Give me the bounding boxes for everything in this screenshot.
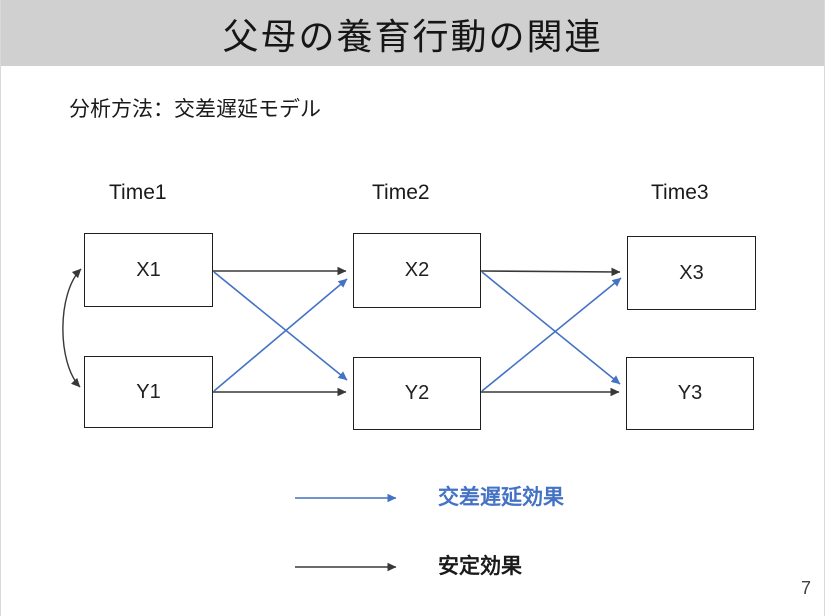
cross-lagged-arrow-x2-y3 [481,271,621,385]
legend-item-stability: 安定効果 [294,550,522,580]
box-x2: X2 [353,233,481,308]
analysis-method-label: 分析方法：交差遅延モデル [69,98,321,121]
legend-item-cross-lagged: 交差遅延効果 [294,481,564,511]
box-x1: X1 [84,233,213,307]
time1-label: Time1 [109,181,167,204]
stability-arrow-x2-x3 [480,267,621,277]
time2-label: Time2 [372,181,430,204]
title-bar: 父母の養育行動の関連 [1,0,824,66]
box-x3: X3 [627,236,756,310]
time3-label: Time3 [651,181,709,204]
legend-label-cross-lagged: 交差遅延効果 [438,486,564,509]
blue-arrow-icon [295,493,397,503]
page-title: 父母の養育行動の関連 [222,17,603,58]
box-y1: Y1 [84,356,213,428]
cross-lagged-arrow-y1-x2 [213,278,348,392]
legend-label-stability: 安定効果 [438,555,522,578]
box-y3: Y3 [626,357,754,430]
cross-lagged-arrow-x1-y2 [213,271,348,381]
cross-lagged-arrow-y2-x3 [481,277,622,392]
covariance-arrow-x1-y1 [62,268,82,388]
box-y2: Y2 [353,357,481,430]
page-number: 7 [800,578,811,598]
black-arrow-icon [295,562,397,572]
